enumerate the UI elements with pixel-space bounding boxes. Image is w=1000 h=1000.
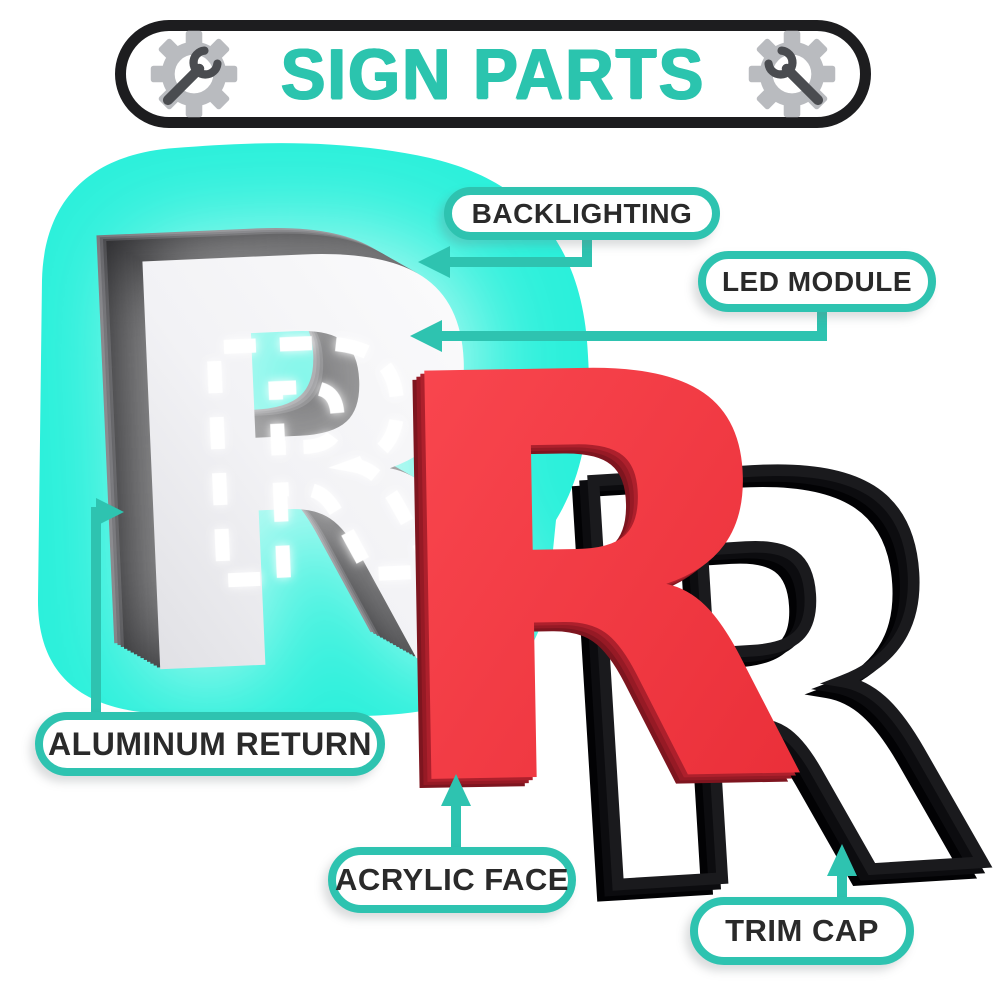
led-module-connector — [438, 310, 827, 341]
gear-wrench-icon — [148, 28, 240, 120]
callout-acrylic-face: ACRYLIC FACE — [328, 847, 576, 913]
acrylic-face-letter — [359, 253, 814, 922]
callout-led-module-label: LED MODULE — [721, 265, 913, 297]
callout-acrylic-face-label: ACRYLIC FACE — [335, 862, 569, 897]
connector-arrowheads — [96, 246, 857, 876]
backlighting-connector — [446, 238, 592, 267]
header-banner: SIGN PARTS — [115, 20, 871, 128]
gear-wrench-icon — [746, 28, 838, 120]
led-module-arrowhead — [410, 320, 442, 352]
callout-aluminum-return: ALUMINUM RETURN — [35, 712, 385, 776]
callout-backlighting-label: BACKLIGHTING — [471, 197, 693, 229]
aluminum-return-arrowhead — [96, 498, 124, 526]
callout-trim-cap: TRIM CAP — [690, 897, 914, 965]
callout-aluminum-return-label: ALUMINUM RETURN — [48, 725, 372, 762]
callout-backlighting: BACKLIGHTING — [444, 187, 720, 240]
aluminum-return-connector — [91, 507, 101, 714]
callout-led-module: LED MODULE — [698, 251, 936, 312]
acrylic-face-arrowhead — [441, 774, 471, 806]
callout-trim-cap-label: TRIM CAP — [725, 913, 879, 948]
backlighting-arrowhead — [418, 246, 450, 278]
trim-cap-arrowhead — [827, 844, 857, 876]
page-title: SIGN PARTS — [280, 34, 706, 114]
